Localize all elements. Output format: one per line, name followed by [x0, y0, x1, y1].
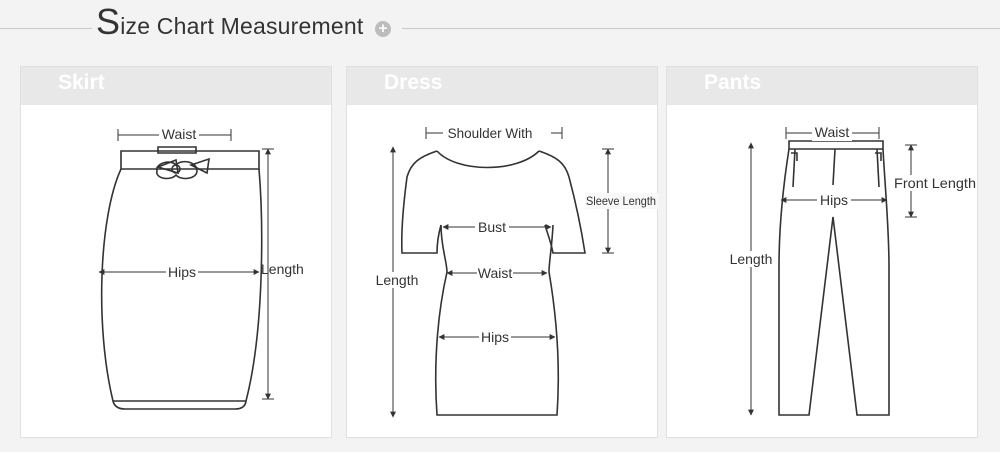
title-initial: S [96, 1, 121, 42]
skirt-waist-label: Waist [162, 126, 197, 142]
dress-panel: Dress Shoulder With Sleeve Length Bust L [346, 66, 659, 438]
skirt-outline [100, 146, 263, 410]
pants-front-length-label-bg [893, 175, 977, 191]
pants-hips-label-bg [817, 192, 851, 208]
skirt-length-label: Length [261, 261, 304, 277]
header-rule-right [402, 28, 1000, 29]
pants-outline [778, 140, 890, 416]
skirt-panel: Skirt Waist Hips Length [20, 66, 332, 438]
pants-waist-label-bg [812, 125, 852, 141]
dress-outline [400, 150, 586, 416]
dress-sleeve-label: Sleeve Length [586, 194, 656, 208]
dress-shoulder-label-bg [443, 125, 551, 141]
skirt-diagram: Waist Hips Length [98, 126, 304, 410]
dress-hips-label: Hips [481, 329, 509, 345]
skirt-hips-label: Hips [168, 264, 196, 280]
dress-bust-label-bg [475, 219, 509, 235]
pants-length-label-bg [727, 251, 775, 267]
dress-bust-label: Bust [478, 219, 506, 235]
dress-shoulder-label: Shoulder With [448, 126, 533, 141]
dress-panel-title: Dress [384, 71, 443, 94]
section-header: Size Chart Measurement + [0, 0, 1000, 52]
dress-waist-label: Waist [478, 265, 513, 281]
pants-diagram: Waist Front Length Hips Length [727, 124, 977, 416]
pants-waist-label: Waist [815, 124, 850, 140]
dress-length-label: Length [376, 272, 419, 288]
pants-hips-label: Hips [820, 192, 848, 208]
pants-panel: Pants Waist Front Length Hips Length [666, 66, 978, 438]
pants-panel-title: Pants [704, 71, 762, 94]
skirt-panel-header: Skirt [21, 67, 331, 105]
plus-icon[interactable]: + [375, 21, 391, 37]
dress-sleeve-label-bg [585, 193, 659, 209]
dress-length-label-bg [373, 272, 419, 288]
dress-panel-header: Dress [347, 67, 657, 105]
dress-diagram: Shoulder With Sleeve Length Bust Length … [373, 125, 659, 418]
section-title: Size Chart Measurement [96, 2, 363, 42]
dress-waist-label-bg [477, 265, 513, 281]
header-rule-left [0, 28, 92, 29]
skirt-hips-label-bg [166, 264, 198, 280]
skirt-waist-label-bg [159, 127, 199, 143]
dress-hips-label-bg [479, 329, 511, 345]
skirt-panel-title: Skirt [58, 71, 105, 94]
pants-panel-header: Pants [667, 67, 977, 105]
title-text: ize Chart Measurement [120, 13, 364, 39]
pants-front-length-label: Front Length [894, 175, 976, 191]
pants-length-label: Length [730, 251, 773, 267]
